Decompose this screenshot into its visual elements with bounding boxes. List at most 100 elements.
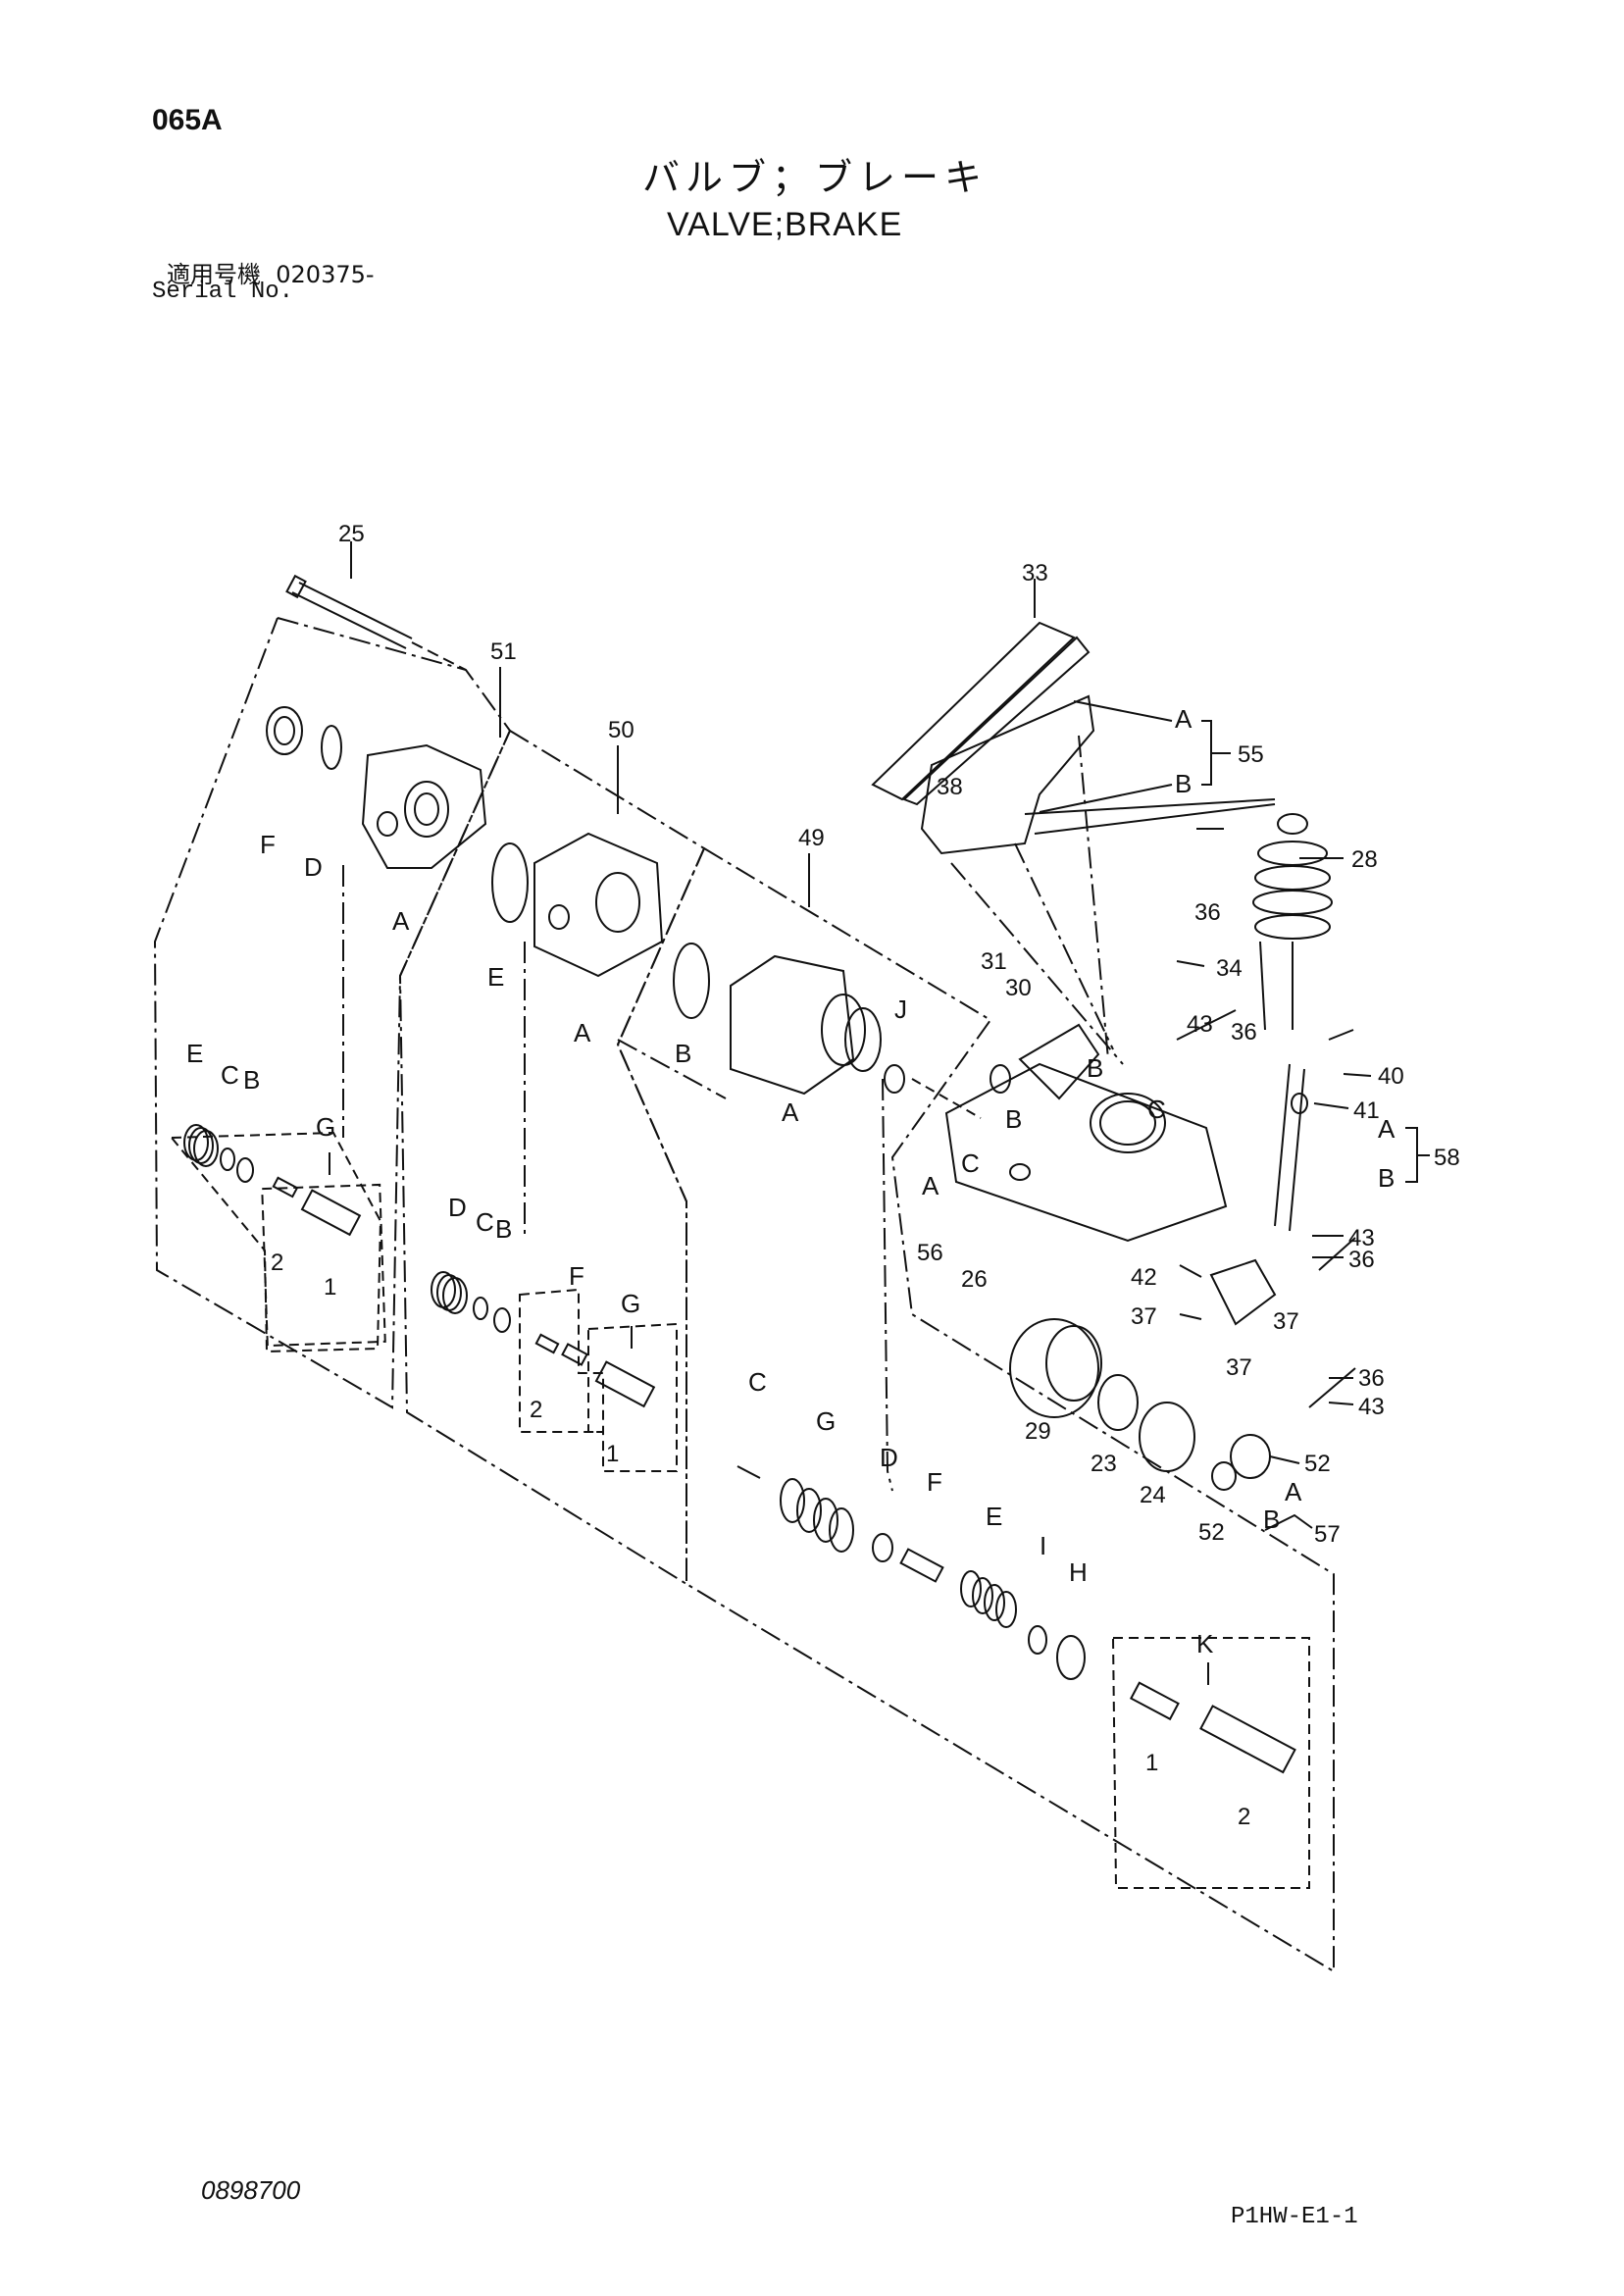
callout-52b: 52	[1198, 1519, 1225, 1546]
sub-assembly-boxes	[169, 1131, 1310, 1889]
callout-36c: 36	[1348, 1247, 1375, 1273]
alignment-lines	[342, 735, 1124, 1492]
callout-33: 33	[1022, 560, 1048, 587]
letter-A57: A	[1285, 1477, 1302, 1506]
letter-B-body-2: B	[1005, 1104, 1022, 1134]
letter-D1: D	[304, 852, 323, 882]
callout-40: 40	[1378, 1063, 1404, 1090]
callout-g50-1: 1	[606, 1441, 619, 1467]
letter-F2: F	[569, 1261, 584, 1291]
callout-43c: 43	[1358, 1394, 1385, 1420]
spring-parts-49-icon	[736, 1465, 1296, 1774]
callout-50: 50	[608, 717, 634, 743]
letter-G3: G	[816, 1406, 836, 1436]
rubber-boot-28-icon	[1252, 813, 1333, 1031]
serial-label-jp-text: 適用号機	[167, 261, 261, 288]
valve-body-49-icon	[730, 954, 982, 1119]
letter-G2: G	[621, 1289, 640, 1318]
callout-30: 30	[1005, 975, 1032, 1001]
linkage-58-57-icon	[1176, 1009, 1356, 1491]
callout-37c: 37	[1226, 1354, 1252, 1381]
valve-body-50-icon	[491, 832, 710, 1019]
serial-label-japanese: 適用号機 020375-	[167, 255, 375, 289]
assembly-49-outline	[616, 847, 1335, 1973]
letter-F1: F	[260, 830, 276, 859]
letter-D3: D	[880, 1443, 898, 1472]
letter-C3: C	[748, 1367, 767, 1397]
callout-43b: 43	[1348, 1225, 1375, 1251]
serial-label-english: Serial No.	[152, 279, 294, 305]
valve-body-51-icon	[266, 706, 487, 869]
letter-B-body-1: B	[1087, 1053, 1103, 1083]
callout-49: 49	[798, 825, 825, 851]
letter-B58: B	[1378, 1163, 1395, 1193]
letter-B57: B	[1263, 1505, 1280, 1534]
callout-52a: 52	[1304, 1451, 1331, 1477]
letter-D2: D	[448, 1193, 467, 1222]
callout-36d: 36	[1358, 1365, 1385, 1392]
callout-36a: 36	[1194, 899, 1221, 926]
letter-A-body: A	[922, 1171, 939, 1200]
callout-23: 23	[1091, 1451, 1117, 1477]
callout-g50-2: 2	[530, 1397, 542, 1423]
letter-I: I	[1040, 1531, 1046, 1560]
title-english: VALVE;BRAKE	[667, 206, 903, 243]
letter-C2: C	[476, 1207, 494, 1237]
callout-56: 56	[917, 1240, 943, 1266]
letter-F3: F	[927, 1467, 942, 1497]
callout-43a: 43	[1187, 1011, 1213, 1038]
letter-G1: G	[316, 1112, 335, 1142]
callout-25: 25	[338, 521, 365, 547]
callout-31: 31	[981, 948, 1007, 975]
brake-pedal-33-icon	[871, 621, 1276, 855]
document-number: 0898700	[201, 2175, 301, 2205]
callout-57: 57	[1314, 1521, 1341, 1548]
letter-C-body-2: C	[961, 1148, 980, 1178]
assembly-51-outline	[153, 617, 512, 1409]
callout-58: 58	[1434, 1145, 1460, 1171]
callout-42: 42	[1131, 1264, 1157, 1291]
callout-38: 38	[937, 774, 963, 800]
letter-H: H	[1069, 1557, 1088, 1587]
callout-34: 34	[1216, 955, 1243, 982]
callout-51: 51	[490, 638, 517, 665]
letter-E3: E	[986, 1502, 1002, 1531]
letter-A3: A	[782, 1097, 799, 1127]
spring-parts-51-icon	[183, 1124, 362, 1237]
figure-code: 065A	[152, 104, 223, 136]
letter-A1: A	[392, 906, 410, 936]
callout-55: 55	[1238, 741, 1264, 768]
letter-B3: B	[675, 1039, 691, 1068]
assembly-50-outline	[398, 730, 706, 1586]
callout-41: 41	[1353, 1097, 1380, 1124]
callout-k49-1: 1	[1145, 1750, 1158, 1776]
callout-k49-2: 2	[1238, 1804, 1250, 1830]
callout-37b: 37	[1273, 1308, 1299, 1335]
serial-value: 020375-	[276, 261, 375, 288]
callout-26: 26	[961, 1266, 988, 1293]
letter-C-body-1: C	[1147, 1095, 1166, 1124]
letter-A55: A	[1175, 704, 1193, 734]
bolt-25-icon	[285, 574, 467, 671]
letter-A2: A	[574, 1018, 591, 1047]
piston-parts-29-23-24-icon	[1009, 1318, 1195, 1472]
callout-24: 24	[1140, 1482, 1166, 1508]
letter-A58: A	[1378, 1114, 1396, 1144]
letter-C1: C	[221, 1060, 239, 1090]
letter-B2: B	[495, 1214, 512, 1244]
callout-36b: 36	[1231, 1019, 1257, 1046]
spring-parts-50-icon	[431, 1271, 656, 1408]
letter-K: K	[1196, 1629, 1214, 1658]
callout-29: 29	[1025, 1418, 1051, 1445]
callout-g51-1: 1	[324, 1274, 336, 1301]
letter-J: J	[894, 995, 907, 1024]
page-reference: P1HW-E1-1	[1231, 2204, 1358, 2230]
callout-37a: 37	[1131, 1303, 1157, 1330]
letter-B1: B	[243, 1065, 260, 1095]
callout-28: 28	[1351, 846, 1378, 873]
valve-body-56-icon	[944, 1023, 1228, 1243]
letter-B55: B	[1175, 769, 1192, 798]
callout-g51-2: 2	[271, 1250, 283, 1276]
title-japanese: バルブ；ブレーキ	[642, 156, 989, 199]
